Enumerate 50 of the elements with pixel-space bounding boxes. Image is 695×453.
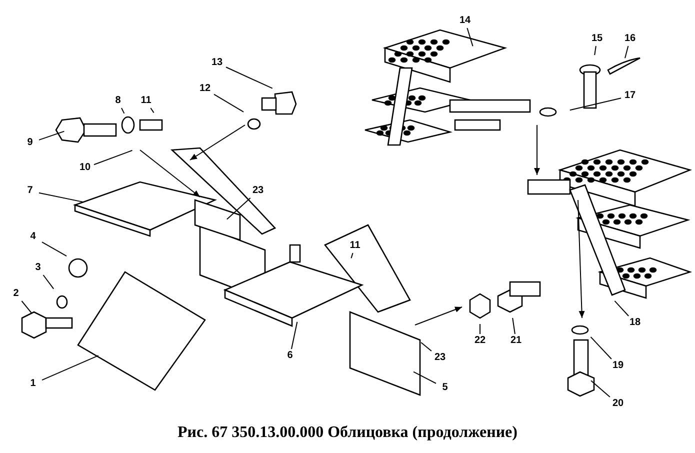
- callout-number: 14: [457, 15, 473, 27]
- leader-line: [121, 108, 125, 114]
- leader-line: [594, 46, 596, 56]
- leader-line: [21, 300, 32, 314]
- leader-line: [512, 317, 516, 334]
- callout-number: 3: [30, 262, 46, 274]
- callout-number: 4: [25, 231, 41, 243]
- callout-number: 1: [25, 378, 41, 390]
- callout-number: 22: [472, 335, 488, 347]
- leader-line: [290, 321, 298, 350]
- leader-line: [590, 380, 610, 398]
- leader-line: [94, 150, 133, 166]
- callout-number: 17: [622, 90, 638, 102]
- leader-line: [38, 192, 85, 203]
- callout-number: 23: [250, 185, 266, 197]
- callout-number: 2: [8, 288, 24, 300]
- callout-number: 23: [432, 352, 448, 364]
- callout-number: 5: [437, 382, 453, 394]
- callout-number: 9: [22, 137, 38, 149]
- callout-number: 11: [347, 240, 363, 252]
- leader-line: [214, 94, 244, 112]
- leader-line: [466, 28, 474, 47]
- callout-number: 10: [77, 162, 93, 174]
- leader-line: [624, 46, 629, 59]
- leader-line: [614, 300, 630, 316]
- callout-number: 15: [589, 33, 605, 45]
- leader-line: [42, 355, 99, 381]
- callout-number: 19: [610, 360, 626, 372]
- callout-number: 12: [197, 83, 213, 95]
- leader-line: [226, 198, 251, 220]
- callout-number: 21: [508, 335, 524, 347]
- callout-number: 8: [110, 95, 126, 107]
- callout-number: 18: [627, 317, 643, 329]
- leader-line: [590, 336, 612, 360]
- callout-number: 20: [610, 398, 626, 410]
- leader-line: [569, 98, 622, 111]
- leader-line: [413, 371, 436, 384]
- callout-number: 16: [622, 33, 638, 45]
- leader-line: [350, 252, 354, 259]
- callout-number: 7: [22, 185, 38, 197]
- leader-line: [42, 242, 68, 257]
- callout-number: 11: [138, 95, 154, 107]
- callout-number: 13: [209, 57, 225, 69]
- leader-line: [42, 274, 54, 290]
- leader-line: [226, 66, 273, 89]
- leader-line: [420, 342, 432, 352]
- leader-line: [38, 130, 65, 140]
- figure-caption: Рис. 67 350.13.00.000 Облицовка (продолжение): [176, 424, 518, 442]
- callout-number: 6: [282, 350, 298, 362]
- leader-line: [150, 108, 154, 114]
